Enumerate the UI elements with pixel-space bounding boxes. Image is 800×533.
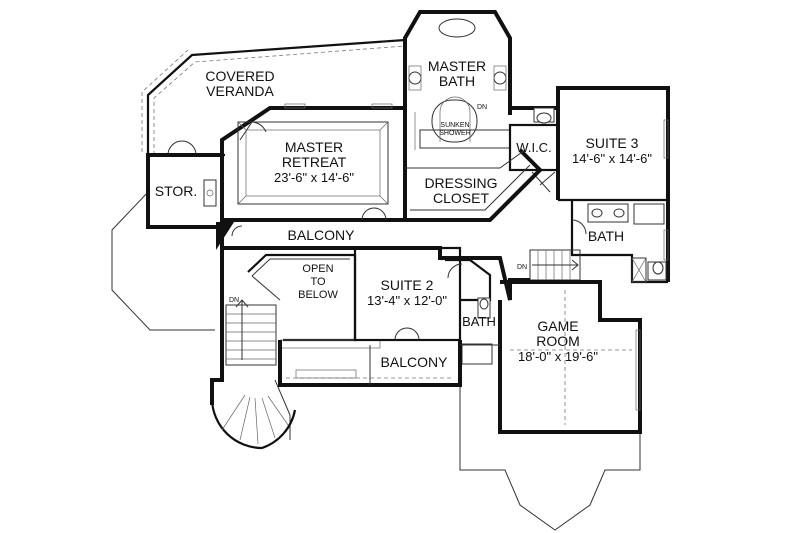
covered-veranda-label-2: VERANDA <box>206 83 274 99</box>
sunken-shower-label-1: SUNKEN <box>440 122 469 129</box>
master-retreat-label-2: RETREAT <box>282 154 347 170</box>
suite-3-wing <box>508 86 670 282</box>
master-bath-dn-label: DN <box>477 104 487 111</box>
suite-2-bath-label: BATH <box>462 314 496 329</box>
master-retreat-label-1: MASTER <box>285 139 343 155</box>
dressing-closet-label-1: DRESSING <box>424 175 497 191</box>
master-retreat-dimensions: 23'-6" x 14'-6" <box>274 170 354 185</box>
game-room-label-1: GAME <box>537 318 578 334</box>
suite-3-label: SUITE 3 <box>586 135 639 151</box>
sunken-shower-label-2: SHOWER <box>439 130 471 137</box>
storage-label: STOR. <box>155 183 198 199</box>
dressing-closet-label-2: CLOSET <box>433 190 489 206</box>
dressing-closet-room <box>403 148 543 222</box>
master-bath-label-2: BATH <box>439 73 475 89</box>
game-room-dimensions: 18'-0" x 19'-6" <box>518 349 598 364</box>
open-to-below-label-1: OPEN <box>302 263 333 275</box>
suite-3-dimensions: 14'-6" x 14'-6" <box>572 151 652 166</box>
open-to-below-label-2: TO <box>310 276 326 288</box>
balcony-upper-label: BALCONY <box>288 227 356 243</box>
lower-balcony <box>278 340 462 387</box>
master-retreat-room <box>220 103 407 227</box>
room-labels: COVERED VERANDA MASTER BATH DN SUNKEN SH… <box>155 58 653 370</box>
master-bath-room <box>403 10 512 150</box>
suite-2-room <box>353 246 493 365</box>
upper-stair <box>529 249 647 283</box>
suite-2-label: SUITE 2 <box>381 277 434 293</box>
open-to-below-label-3: BELOW <box>298 289 338 301</box>
main-stair-dn-label: DN <box>229 297 239 304</box>
upper-stair-dn-label: DN <box>517 264 527 271</box>
suite-2-dimensions: 13'-4" x 12'-0" <box>367 293 447 308</box>
wic-label: W.I.C. <box>516 140 551 155</box>
covered-veranda-label-1: COVERED <box>205 68 274 84</box>
balcony-lower-label: BALCONY <box>381 354 449 370</box>
main-stair <box>210 275 297 450</box>
master-bath-label-1: MASTER <box>428 58 486 74</box>
suite-3-bath-label: BATH <box>588 228 624 244</box>
game-room-label-2: ROOM <box>536 333 580 349</box>
game-room <box>460 280 642 434</box>
roof-outlines <box>111 189 641 531</box>
